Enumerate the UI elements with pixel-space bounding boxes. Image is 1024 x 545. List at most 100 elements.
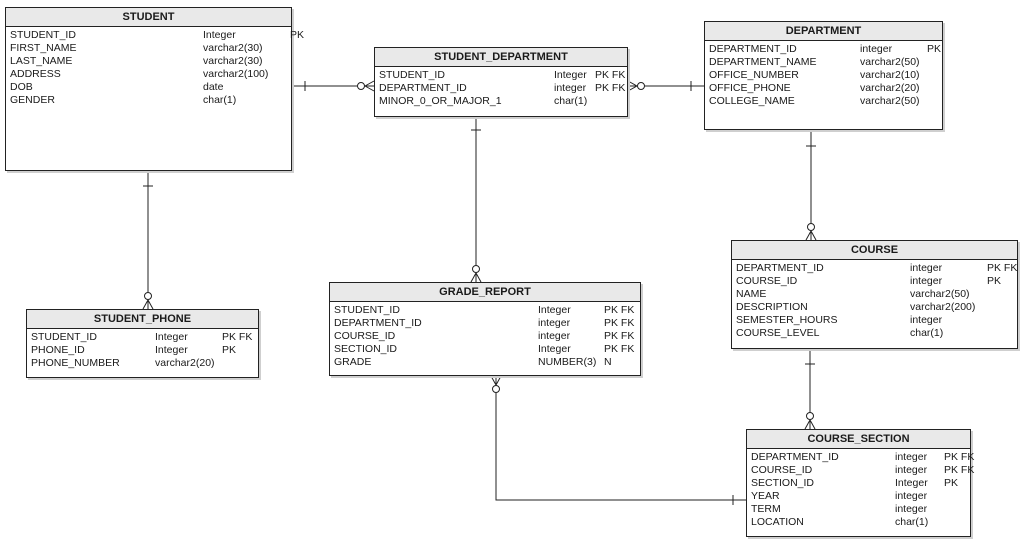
many-marker: [804, 419, 811, 430]
attribute-type: integer: [554, 82, 587, 94]
attribute-name: STUDENT_ID: [10, 29, 76, 41]
attribute-name: PHONE_NUMBER: [31, 357, 120, 369]
attribute-type: char(1): [554, 95, 588, 107]
attribute-type: integer: [895, 451, 928, 463]
attribute-key: PK FK: [604, 317, 635, 329]
many-marker: [495, 375, 502, 386]
attribute-name: FIRST_NAME: [10, 42, 77, 54]
attribute-key: PK FK: [944, 464, 975, 476]
attribute-name: COURSE_ID: [751, 464, 813, 476]
attribute-name: COLLEGE_NAME: [709, 95, 795, 107]
attribute-name: SECTION_ID: [334, 343, 398, 355]
many-marker: [364, 80, 375, 87]
attribute-name: DEPARTMENT_NAME: [709, 56, 817, 68]
attribute-row: COURSE_LEVEL char(1): [736, 327, 1013, 340]
entity-title: GRADE_REPORT: [330, 283, 640, 302]
attribute-name: DESCRIPTION: [736, 301, 808, 313]
zero-marker: [492, 385, 500, 393]
zero-marker: [472, 265, 480, 273]
attribute-type: varchar2(200): [910, 301, 976, 313]
attribute-type: varchar2(30): [203, 42, 263, 54]
attribute-type: Integer: [155, 344, 188, 356]
attribute-name: MINOR_0_OR_MAJOR_1: [379, 95, 502, 107]
attribute-type: char(1): [910, 327, 944, 339]
attribute-key: N: [604, 356, 612, 368]
attribute-type: Integer: [203, 29, 236, 41]
attribute-name: STUDENT_ID: [334, 304, 400, 316]
attribute-name: DEPARTMENT_ID: [709, 43, 797, 55]
attribute-type: Integer: [155, 331, 188, 343]
attribute-type: NUMBER(3): [538, 356, 597, 368]
attribute-type: integer: [895, 490, 928, 502]
relationship-line: [495, 376, 746, 501]
many-marker: [490, 375, 497, 386]
attribute-key: PK FK: [604, 343, 635, 355]
attribute-type: varchar2(50): [910, 288, 970, 300]
attribute-type: varchar2(100): [203, 68, 269, 80]
attribute-key: PK FK: [595, 69, 626, 81]
attribute-row: NAME varchar2(50): [736, 288, 1013, 301]
attribute-type: char(1): [895, 516, 929, 528]
attribute-type: date: [203, 81, 224, 93]
attribute-name: COURSE_ID: [736, 275, 798, 287]
attribute-name: COURSE_LEVEL: [736, 327, 820, 339]
attribute-name: GRADE: [334, 356, 372, 368]
attribute-name: OFFICE_NUMBER: [709, 69, 799, 81]
attribute-key: PK FK: [604, 304, 635, 316]
zero-marker: [357, 82, 365, 90]
attribute-name: SECTION_ID: [751, 477, 815, 489]
attribute-type: varchar2(20): [155, 357, 215, 369]
attribute-row: GRADE NUMBER(3) N: [334, 356, 636, 369]
attribute-name: DEPARTMENT_ID: [334, 317, 422, 329]
attribute-type: integer: [538, 330, 571, 342]
attribute-name: DEPARTMENT_ID: [751, 451, 839, 463]
attribute-row: PHONE_NUMBER varchar2(20): [31, 357, 254, 370]
attribute-type: Integer: [895, 477, 928, 489]
attribute-name: LAST_NAME: [10, 55, 73, 67]
attribute-name: DEPARTMENT_ID: [736, 262, 824, 274]
attribute-name: DEPARTMENT_ID: [379, 82, 467, 94]
attribute-row: ADDRESS varchar2(100): [10, 68, 287, 81]
entity-title: COURSE_SECTION: [747, 430, 970, 449]
attribute-key: PK: [222, 344, 237, 356]
attribute-type: integer: [860, 43, 893, 55]
many-marker: [364, 85, 375, 92]
entity-title: DEPARTMENT: [705, 22, 942, 41]
attribute-name: NAME: [736, 288, 767, 300]
attribute-name: COURSE_ID: [334, 330, 396, 342]
many-marker: [475, 272, 482, 283]
many-marker: [810, 230, 817, 241]
zero-marker: [144, 292, 152, 300]
attribute-name: ADDRESS: [10, 68, 61, 80]
attribute-name: LOCATION: [751, 516, 804, 528]
attribute-name: GENDER: [10, 94, 55, 106]
